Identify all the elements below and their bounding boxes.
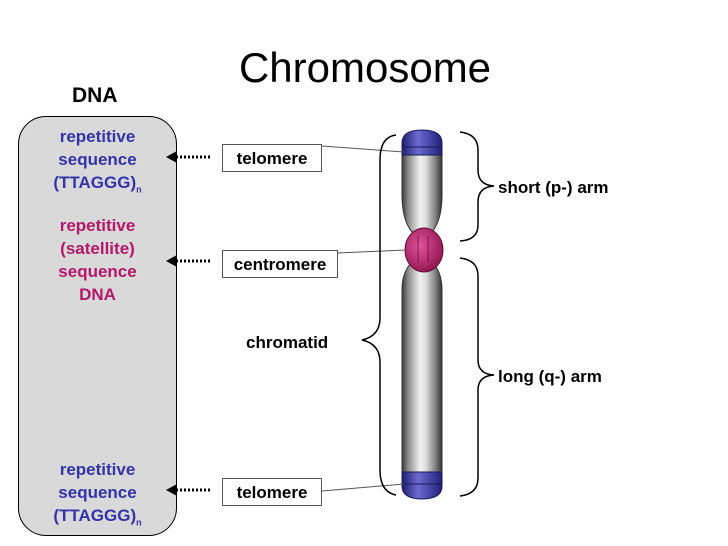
short-arm-brace bbox=[459, 131, 495, 242]
dna-heading: DNA bbox=[72, 84, 118, 107]
chromatid-brace bbox=[361, 134, 397, 496]
long-arm-body bbox=[401, 261, 443, 479]
satellite-sequence: repetitive (satellite) sequence DNA bbox=[18, 214, 177, 306]
top-seq-line2: sequence bbox=[58, 150, 137, 169]
top-telomere-cap bbox=[401, 129, 443, 156]
mid-seq-line4: DNA bbox=[79, 285, 116, 304]
short-arm-body bbox=[401, 149, 443, 233]
bottom-telomere-cap bbox=[401, 471, 443, 500]
centromere-label-box: centromere bbox=[222, 250, 338, 278]
arrow-telomere-bottom bbox=[166, 484, 210, 496]
telomere-top-label-box: telomere bbox=[222, 144, 322, 172]
top-seq-subscript: n bbox=[136, 184, 142, 195]
bottom-repeat-sequence: repetitive sequence (TTAGGG)n bbox=[18, 458, 177, 534]
bottom-seq-subscript: n bbox=[136, 517, 142, 528]
arrow-telomere-top bbox=[166, 151, 210, 163]
centromere-sphere bbox=[404, 227, 444, 273]
arrow-centromere bbox=[166, 255, 210, 267]
bottom-seq-line1: repetitive bbox=[59, 460, 136, 479]
chromatid-label: chromatid bbox=[246, 333, 329, 352]
bottom-seq-line3: (TTAGGG)n bbox=[18, 504, 177, 534]
top-seq-line3: (TTAGGG)n bbox=[18, 171, 177, 201]
mid-seq-line2: (satellite) bbox=[60, 239, 135, 258]
long-arm-label: long (q-) arm bbox=[498, 367, 602, 386]
mid-seq-line3: sequence bbox=[58, 262, 137, 281]
dna-panel bbox=[18, 116, 177, 536]
short-arm-label: short (p-) arm bbox=[498, 178, 609, 197]
long-arm-brace bbox=[459, 257, 495, 497]
top-repeat-sequence: repetitive sequence (TTAGGG)n bbox=[18, 125, 177, 201]
telomere-bottom-label-box: telomere bbox=[222, 478, 322, 506]
bottom-seq-motif: (TTAGGG) bbox=[53, 506, 137, 525]
mid-seq-line1: repetitive bbox=[59, 216, 136, 235]
top-seq-line1: repetitive bbox=[59, 127, 136, 146]
page-title: Chromosome bbox=[238, 44, 492, 91]
bottom-seq-line2: sequence bbox=[58, 483, 137, 502]
top-seq-motif: (TTAGGG) bbox=[53, 173, 137, 192]
